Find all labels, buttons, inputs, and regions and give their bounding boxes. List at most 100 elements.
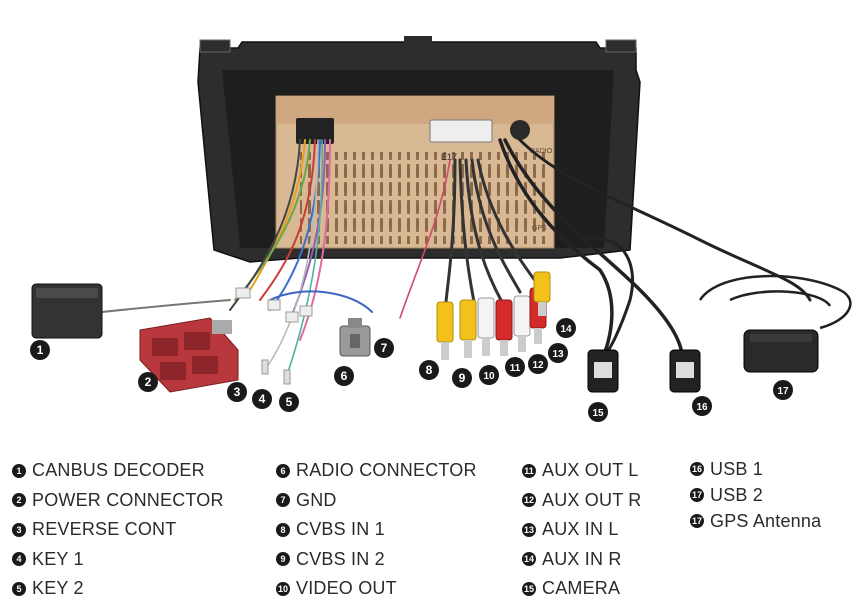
legend-label: USB 2 (710, 484, 764, 505)
callout-16: 16 (692, 396, 712, 416)
legend-number-badge: 2 (12, 493, 26, 508)
legend-number-badge: 6 (276, 463, 290, 478)
panel-radio-label: RADIO (530, 148, 553, 155)
legend-number-badge: 12 (522, 493, 536, 508)
callout-5: 5 (279, 392, 299, 412)
usb-connector-icon (669, 349, 701, 393)
callout-11: 11 (505, 357, 525, 377)
legend-label: CVBS IN 2 (296, 548, 385, 569)
gps-antenna-icon (698, 274, 852, 373)
legend-item: 12 AUX OUT R (522, 486, 641, 516)
legend-label: USB 1 (710, 458, 764, 479)
rca-plug-icon (436, 301, 454, 360)
legend-number-badge: 14 (522, 552, 536, 567)
legend-number-badge: 9 (276, 552, 290, 567)
legend-label: RADIO CONNECTOR (296, 460, 477, 481)
legend-item: 8 CVBS IN 1 (276, 515, 477, 545)
legend-number-badge: 17 (690, 514, 704, 528)
legend-column: 11 AUX OUT L 12 AUX OUT R 13 AUX IN L 14 AUX IN… (522, 456, 641, 604)
legend-item: 6 RADIO CONNECTOR (276, 456, 477, 486)
callout-number: 16 (696, 402, 708, 413)
panel-gps-label: GPS (532, 225, 547, 232)
wiring-diagram: RADIO GPS E17 (30, 36, 852, 422)
legend-label: AUX OUT L (542, 460, 639, 481)
callout-8: 8 (419, 360, 439, 380)
callout-number: 2 (145, 375, 152, 389)
callout-number: 17 (777, 386, 789, 397)
legend-item: 14 AUX IN R (522, 545, 641, 575)
rca-plug-icon (459, 299, 477, 358)
small-connectors (235, 287, 313, 385)
mount-tab-top (404, 36, 432, 46)
callout-number: 11 (510, 363, 521, 374)
legend-number-badge: 7 (276, 493, 290, 508)
callout-number: 14 (560, 324, 572, 335)
usb-connector-icon (587, 349, 619, 393)
wire-harness (101, 138, 812, 373)
callout-number: 12 (532, 360, 544, 371)
callout-2: 2 (138, 372, 158, 392)
legend-number-badge: 4 (12, 552, 26, 567)
callout-number: 1 (37, 343, 44, 357)
canbus-decoder-icon (31, 283, 103, 339)
callout-number: 5 (286, 395, 293, 409)
legend-item: 5 KEY 2 (12, 574, 224, 604)
legend-label: AUX OUT R (542, 489, 642, 510)
legend-number-badge: 8 (276, 522, 290, 537)
rca-plugs (436, 271, 551, 360)
callout-17: 17 (773, 380, 793, 400)
aux-socket (429, 119, 493, 143)
callout-number: 8 (426, 363, 433, 377)
panel-code-label: E17 (441, 152, 457, 162)
callout-number: 6 (341, 369, 348, 383)
legend-item: 16 USB 1 (690, 456, 821, 482)
callout-number: 9 (459, 371, 466, 385)
callout-15: 15 (588, 402, 608, 422)
legend-label: AUX IN R (542, 548, 622, 569)
legend-item: 13 AUX IN L (522, 515, 641, 545)
legend-label: CANBUS DECODER (32, 460, 205, 481)
callout-10: 10 (479, 365, 499, 385)
radio-connector-icon (339, 318, 371, 357)
callout-number: 10 (483, 371, 495, 382)
legend-number-badge: 11 (522, 463, 536, 478)
legend-number-badge: 5 (12, 581, 26, 596)
legend-label: KEY 2 (32, 578, 84, 599)
rca-plug-icon (513, 295, 531, 352)
callout-number: 13 (552, 349, 564, 360)
callout-6: 6 (334, 366, 354, 386)
callout-13: 13 (548, 343, 568, 363)
legend-number-badge: 13 (522, 522, 536, 537)
legend-item: 17 USB 2 (690, 482, 821, 508)
rca-plug-icon (533, 271, 551, 316)
callout-number: 4 (259, 392, 266, 406)
rca-plug-icon (477, 297, 495, 356)
rear-board-grille (300, 152, 550, 244)
callout-14: 14 (556, 318, 576, 338)
legend-number-badge: 15 (522, 581, 536, 596)
callout-4: 4 (252, 389, 272, 409)
rca-plug-icon (495, 299, 513, 356)
legend-number-badge: 16 (690, 462, 704, 476)
callout-number: 7 (381, 341, 388, 355)
callout-1: 1 (30, 340, 50, 360)
legend-label: AUX IN L (542, 519, 619, 540)
legend-label: VIDEO OUT (296, 578, 397, 599)
main-socket (296, 118, 334, 144)
callout-number: 15 (592, 408, 604, 419)
legend-number-badge: 17 (690, 488, 704, 502)
callout-3: 3 (227, 382, 247, 402)
legend-label: CVBS IN 1 (296, 519, 385, 540)
mount-tab-right (605, 39, 637, 53)
callout-7: 7 (374, 338, 394, 358)
